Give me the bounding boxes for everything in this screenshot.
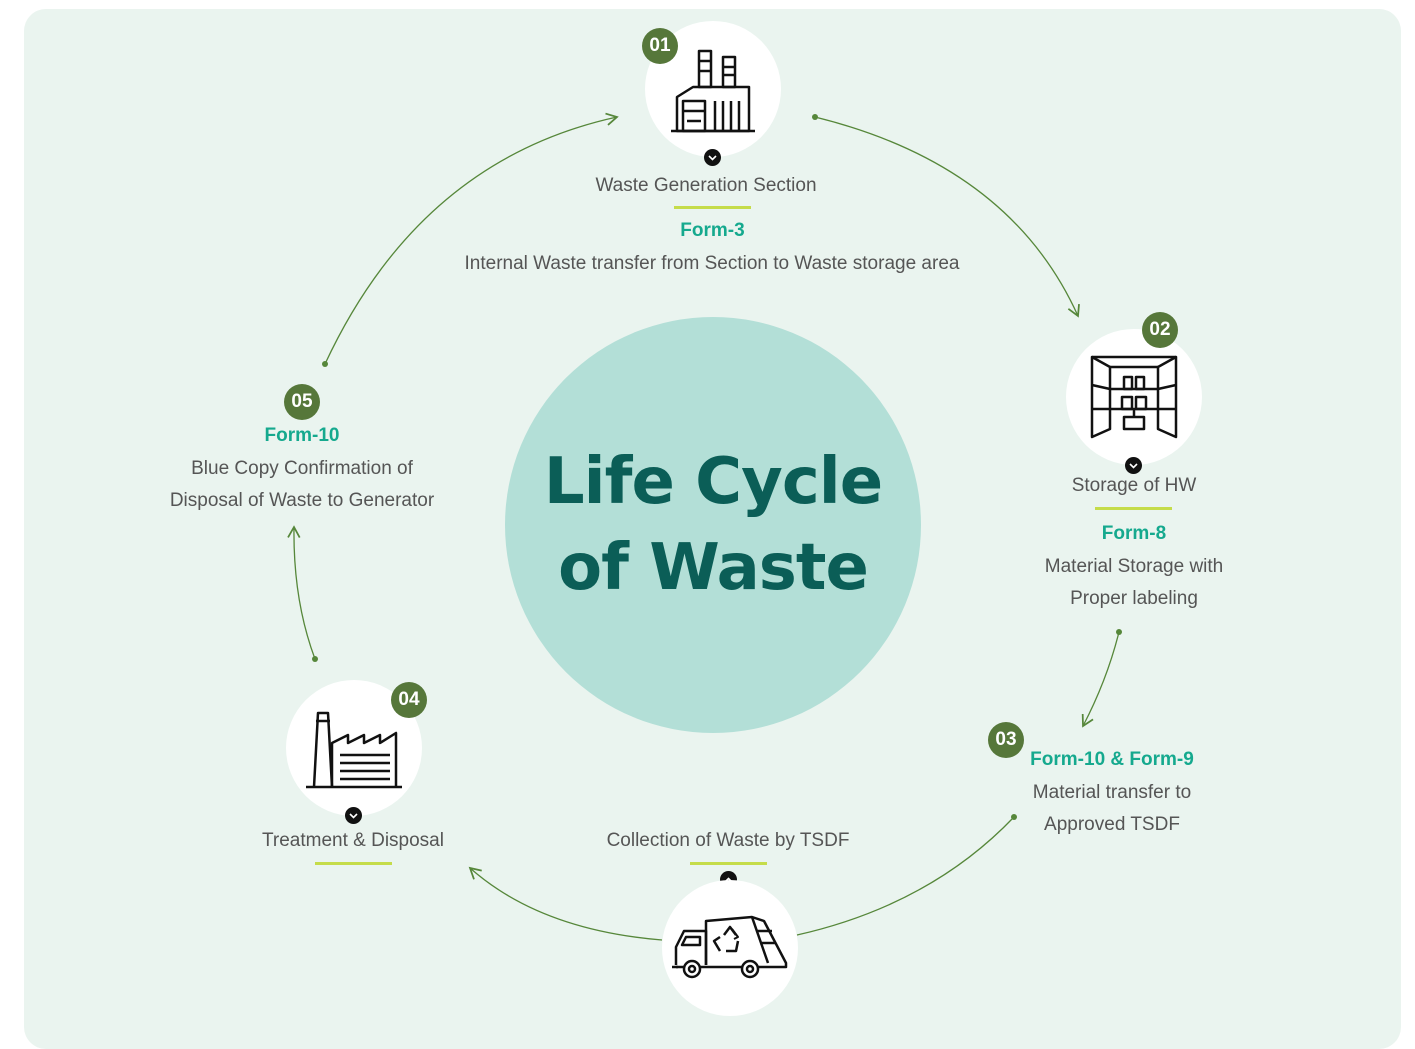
step-05-description-line-1: Blue Copy Confirmation of: [191, 458, 413, 479]
factory-chimneys-icon: [671, 49, 755, 133]
arrow-start-dot: [322, 361, 328, 367]
step-01-form: Form-3: [680, 220, 745, 241]
arrow-02-to-03: [1081, 631, 1120, 728]
step-04-icon-circle: [286, 680, 422, 816]
step-04-heading: Treatment & Disposal: [262, 830, 444, 851]
arrow-03-to-truck: [796, 816, 1015, 936]
step-03-form: Form-10 & Form-9: [1030, 749, 1194, 770]
step-05-badge: 05: [284, 384, 320, 420]
step-05-form: Form-10: [264, 425, 340, 446]
step-01-description: Internal Waste transfer from Section to …: [464, 253, 960, 274]
arrow-start-dot: [312, 656, 318, 662]
chevron-down-icon: [345, 807, 362, 824]
step-03-description-line-2: Approved TSDF: [1044, 814, 1180, 835]
step-03-badge: 03: [988, 722, 1024, 758]
step-02-heading: Storage of HW: [1071, 475, 1197, 496]
collection-heading: Collection of Waste by TSDF: [606, 830, 850, 851]
step-03-description-line-1: Material transfer to: [1032, 782, 1192, 803]
step-02-badge: 02: [1142, 312, 1178, 348]
treatment-plant-icon: [306, 711, 402, 789]
step-02-description-line-1: Material Storage with: [1044, 556, 1224, 577]
arrow-truck-to-04: [468, 866, 663, 941]
step-04-underline: [315, 862, 392, 865]
collection-underline: [690, 862, 767, 865]
step-05-description-line-2: Disposal of Waste to Generator: [169, 490, 435, 511]
step-04-badge: 04: [391, 682, 427, 718]
arrow-start-dot: [1116, 629, 1122, 635]
chevron-down-icon: [1125, 457, 1142, 474]
collection-icon-circle: [662, 880, 798, 1016]
arrow-01-to-02: [814, 116, 1080, 318]
step-01-underline: [674, 206, 751, 209]
warehouse-storage-icon: [1090, 355, 1178, 439]
arrow-start-dot: [812, 114, 818, 120]
arrow-start-dot: [1011, 814, 1017, 820]
title-line-1: Life Cycle: [543, 445, 883, 519]
recycling-truck-icon: [672, 915, 788, 979]
title-line-2: of Waste: [558, 531, 869, 605]
step-01-heading: Waste Generation Section: [595, 175, 817, 196]
arrow-04-to-05: [287, 525, 316, 660]
step-02-form: Form-8: [1101, 523, 1167, 544]
center-title-circle: Life Cycle of Waste: [505, 317, 921, 733]
step-02-underline: [1095, 507, 1172, 510]
arrow-05-to-01: [324, 112, 619, 365]
step-01-badge: 01: [642, 28, 678, 64]
step-02-icon-circle: [1066, 329, 1202, 465]
chevron-down-icon: [704, 149, 721, 166]
step-02-description-line-2: Proper labeling: [1070, 588, 1198, 609]
